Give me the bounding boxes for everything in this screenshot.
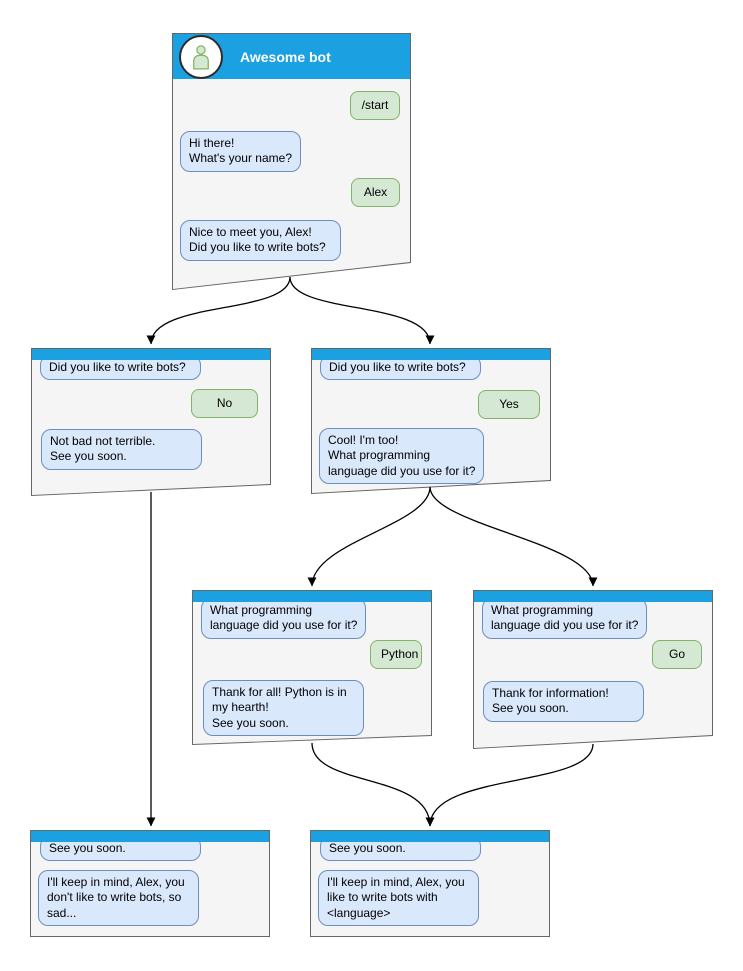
bot-message-bubble: I'll keep in mind, Alex, you like to wri… [318, 870, 479, 927]
bot-message-bubble: Thank for all! Python is in my hearth! S… [203, 680, 364, 737]
bot-message-bubble: Nice to meet you, Alex! Did you like to … [180, 220, 341, 261]
window-header [312, 349, 550, 360]
window-header [193, 591, 431, 602]
user-message-bubble: No [191, 389, 258, 419]
bot-message-bubble: Not bad not terrible. See you soon. [41, 429, 202, 470]
user-message-bubble: Python [370, 640, 422, 670]
window-header [474, 591, 712, 602]
window-header [32, 349, 270, 360]
chat-window-lang-python: What programming language did you use fo… [192, 590, 432, 745]
chat-window-end-yes: See you soon. I'll keep in mind, Alex, y… [310, 830, 550, 937]
person-icon [193, 44, 209, 69]
connector-yes-to-python [307, 486, 431, 587]
connector-python-to-end [311, 742, 435, 827]
user-message-bubble: /start [350, 91, 400, 121]
chat-window-end-no: See you soon. I'll keep in mind, Alex, y… [30, 830, 270, 937]
window-header [311, 831, 549, 842]
bot-avatar [179, 34, 223, 79]
chat-window-branch-no: Did you like to write bots? No Not bad n… [31, 348, 271, 496]
window-header [31, 831, 269, 842]
bot-message-bubble: What programming language did you use fo… [482, 598, 648, 639]
window-header: Awesome bot [173, 34, 410, 79]
user-message-bubble: Alex [351, 178, 400, 208]
user-message-bubble: Go [652, 640, 702, 670]
bot-message-bubble: Thank for information! See you soon. [483, 681, 644, 722]
bot-message-bubble: I'll keep in mind, Alex, you don't like … [38, 870, 199, 927]
bot-message-bubble: Hi there! What's your name? [180, 131, 301, 172]
connector-yes-to-go [429, 486, 598, 587]
chat-window-branch-yes: Did you like to write bots? Yes Cool! I'… [311, 348, 551, 494]
chat-window-lang-go: What programming language did you use fo… [473, 590, 713, 749]
bot-message-bubble: Cool! I'm too! What programming language… [319, 428, 485, 485]
window-title: Awesome bot [240, 48, 331, 65]
connector-go-to-end [425, 743, 594, 827]
chat-window-start: Awesome bot /start Hi there! What's your… [172, 33, 411, 290]
bot-message-bubble: What programming language did you use fo… [201, 598, 367, 639]
user-message-bubble: Yes [478, 390, 540, 420]
